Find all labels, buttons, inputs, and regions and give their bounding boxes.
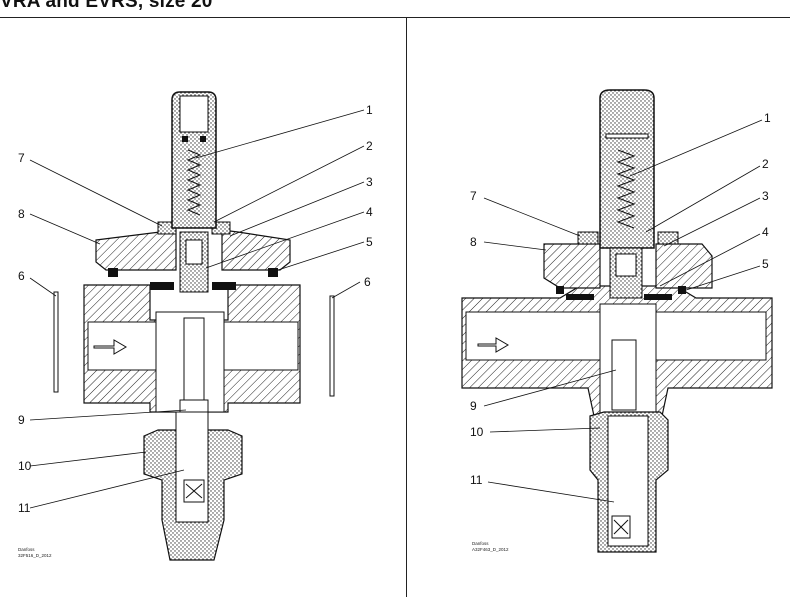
right-callout-9: 9 <box>470 399 477 413</box>
right-callout-7: 7 <box>470 189 477 203</box>
left-callout-10: 10 <box>18 459 32 473</box>
left-callout-9: 9 <box>18 413 25 427</box>
panel-divider <box>406 17 407 597</box>
right-code: A32F463_D_2012 <box>472 547 509 552</box>
header-rule <box>0 17 790 18</box>
left-callout-2: 2 <box>366 139 373 153</box>
right-callout-3: 3 <box>762 189 769 203</box>
right-leader-lines <box>483 119 763 503</box>
left-brand: Danfoss <box>18 547 35 552</box>
right-brand: Danfoss <box>472 541 489 546</box>
right-callout-2: 2 <box>762 157 769 171</box>
right-callout-4: 4 <box>762 225 769 239</box>
left-callout-7: 7 <box>18 151 25 165</box>
left-leader-lines <box>29 109 365 509</box>
left-callout-6b: 6 <box>364 275 371 289</box>
left-valve-drawing <box>53 91 335 561</box>
page-title: VRA and EVRS, size 20 <box>0 0 213 12</box>
left-callout-4: 4 <box>366 205 373 219</box>
left-callout-11: 11 <box>18 501 31 515</box>
right-callout-8: 8 <box>470 235 477 249</box>
right-callout-10: 10 <box>470 425 484 439</box>
right-callout-5: 5 <box>762 257 769 271</box>
left-callout-1: 1 <box>366 103 373 117</box>
right-callout-1: 1 <box>764 111 771 125</box>
left-callout-3: 3 <box>366 175 373 189</box>
left-code: 32F516_D_2012 <box>18 553 52 558</box>
left-callouts: 1 2 3 4 5 6 6 7 8 9 10 11 Danfoss 32F516… <box>18 103 373 558</box>
right-callout-11: 11 <box>470 473 483 487</box>
left-callout-8: 8 <box>18 207 25 221</box>
right-valve-drawing <box>461 89 773 553</box>
left-callout-6a: 6 <box>18 269 25 283</box>
left-callout-5: 5 <box>366 235 373 249</box>
right-callouts: 1 2 3 4 5 7 8 9 10 11 Danfoss A32F463_D_… <box>470 111 771 552</box>
